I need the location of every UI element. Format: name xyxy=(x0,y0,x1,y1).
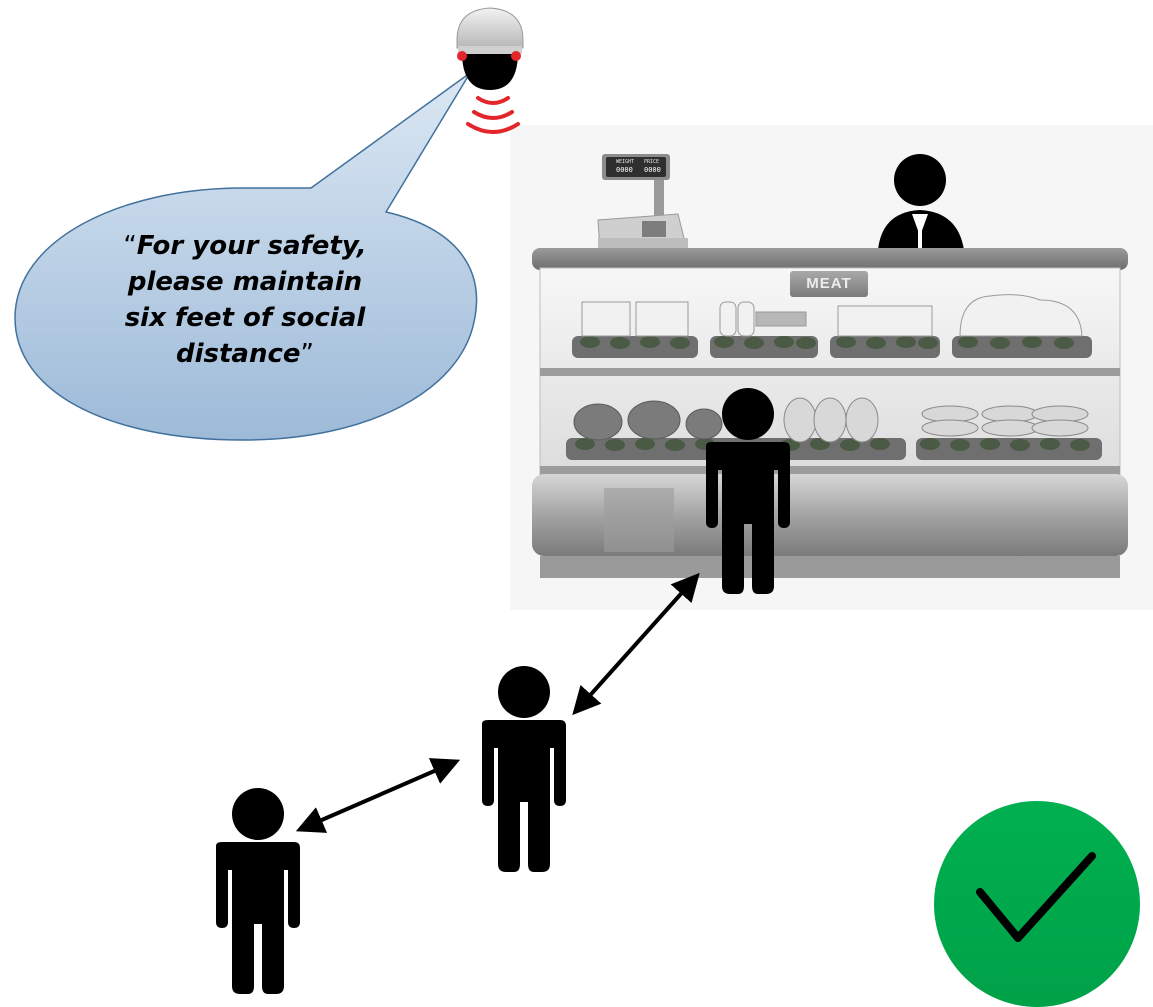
open-quote: “ xyxy=(123,231,136,261)
bubble-line-2: please maintain xyxy=(95,264,395,300)
close-quote: ” xyxy=(301,339,314,369)
customer-person-icon xyxy=(216,788,300,994)
bubble-line-4: distance” xyxy=(95,336,395,372)
meat-counter xyxy=(510,125,1153,610)
double-arrow-icon xyxy=(301,762,455,829)
scale-price-label: PRICE xyxy=(644,159,659,165)
scale-weight-label: WEIGHT xyxy=(616,159,634,165)
speech-bubble-text: “For your safety, please maintain six fe… xyxy=(95,228,395,372)
scale-display: WEIGHT PRICE 0000 0000 xyxy=(608,157,670,179)
signal-waves-icon xyxy=(468,98,518,132)
scale-price-value: 0000 xyxy=(644,166,661,174)
bubble-line-3: six feet of social xyxy=(95,300,395,336)
scale-weight-value: 0000 xyxy=(616,166,633,174)
checkmark-icon xyxy=(934,801,1140,1007)
bubble-line-1: “For your safety, xyxy=(95,228,395,264)
meat-sign: MEAT xyxy=(790,271,868,297)
customer-person-icon xyxy=(482,666,566,872)
